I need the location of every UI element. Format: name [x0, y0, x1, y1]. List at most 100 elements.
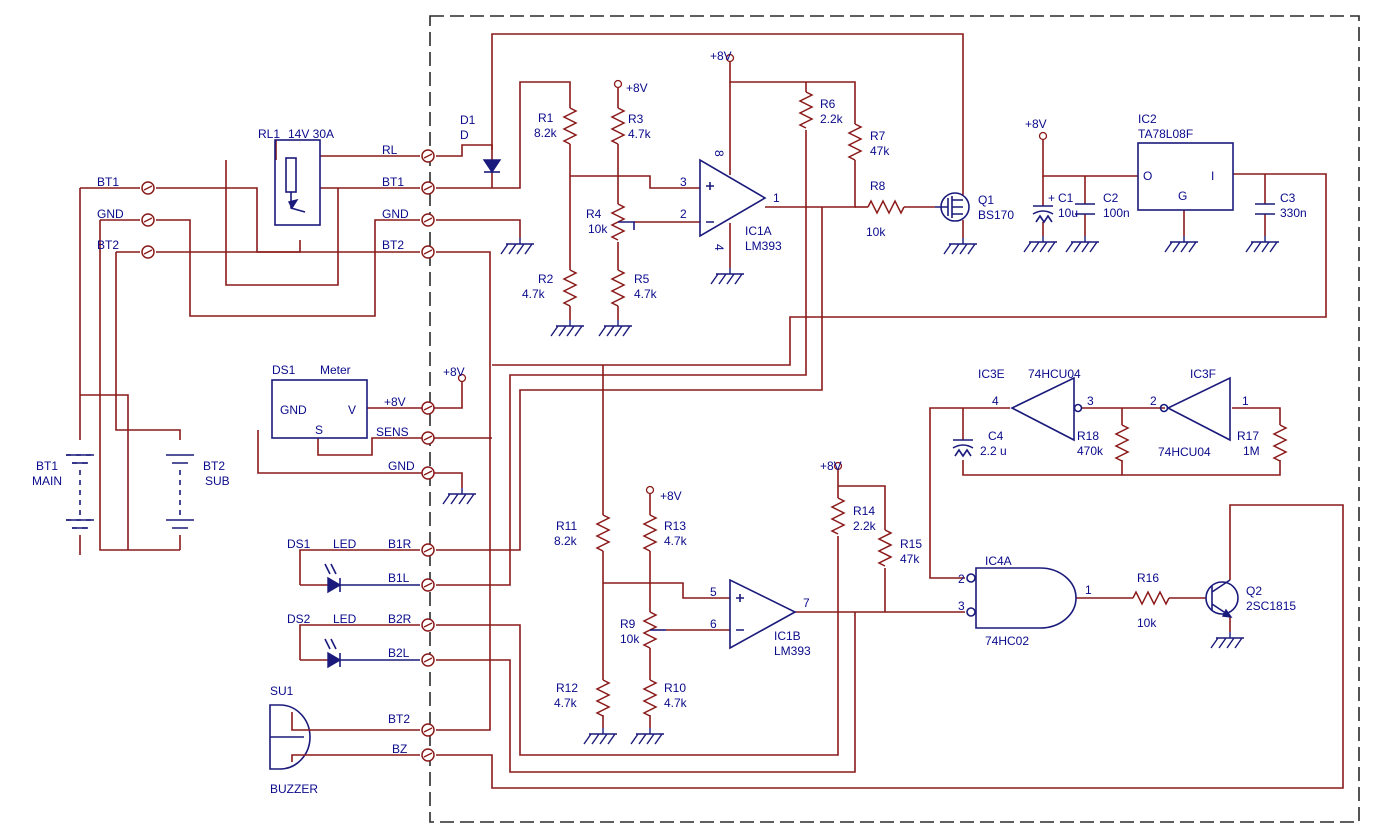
supply-label-3: +8V — [1025, 117, 1047, 131]
battery-bt2-symbol — [166, 454, 194, 529]
ic4a-ref: IC4A — [985, 554, 1012, 568]
bt1-batt-ref: BT1 — [36, 459, 58, 473]
r6-ref: R6 — [820, 97, 836, 111]
conn-b1r: B1R — [388, 537, 412, 551]
r4-ref: R4 — [586, 207, 602, 221]
capacitor-c1-symbol — [1032, 205, 1054, 224]
ic3e-pin-in: 3 — [1087, 394, 1094, 408]
ic3e-value: 74HCU04 — [1028, 367, 1081, 381]
ic1b-pin-minus: 6 — [710, 617, 717, 631]
bt2-batt-value: SUB — [205, 474, 230, 488]
r8-ref: R8 — [870, 179, 886, 193]
ic1b-pin-plus: 5 — [710, 585, 717, 599]
capacitor-c2-symbol — [1075, 203, 1095, 215]
capacitor-c3-symbol — [1255, 203, 1275, 215]
conn-bt2-buzz: BT2 — [388, 712, 410, 726]
q2-ref: Q2 — [1246, 584, 1262, 598]
diode-d1-symbol — [482, 159, 502, 174]
ic4a-pin-b: 3 — [958, 599, 965, 613]
c1-value: 10u — [1058, 206, 1078, 220]
r1-ref: R1 — [538, 111, 554, 125]
supply-label-2: +8V — [710, 49, 732, 63]
r9-ref: R9 — [620, 617, 636, 631]
r11-value: 8.2k — [554, 534, 578, 548]
mosfet-q1-symbol — [935, 192, 970, 222]
board-outline — [429, 15, 1360, 823]
conn-rl: RL — [382, 143, 398, 157]
meter-pin-v: V — [348, 403, 356, 417]
ds1-led-ref: DS1 — [287, 537, 311, 551]
q1-value: BS170 — [978, 208, 1014, 222]
supply-label-6: +8V — [820, 459, 842, 473]
r18-ref: R18 — [1077, 429, 1099, 443]
ic3f-value: 74HCU04 — [1158, 445, 1211, 459]
r3-ref: R3 — [628, 112, 644, 126]
r12-value: 4.7k — [554, 696, 578, 710]
relay-rl1-symbol — [274, 139, 321, 226]
d1-value: D — [460, 128, 469, 142]
ic1b-ref: IC1B — [774, 629, 801, 643]
r12-ref: R12 — [556, 681, 578, 695]
r5-ref: R5 — [634, 272, 650, 286]
ic4a-pin-out: 1 — [1085, 583, 1092, 597]
inverter-ic3e-symbol — [1010, 376, 1083, 442]
su1-ref: SU1 — [270, 684, 294, 698]
c4-value: 2.2 u — [980, 444, 1007, 458]
inverter-ic3f-symbol — [1159, 376, 1231, 442]
ic2-ref: IC2 — [1138, 112, 1157, 126]
ic1a-pin-minus: 2 — [680, 207, 687, 221]
ic2-pin-o: O — [1143, 169, 1152, 183]
supply-label-4: +8V — [443, 365, 465, 379]
conn-meter-8v: +8V — [384, 395, 406, 409]
led-ds2-symbol — [299, 624, 420, 669]
conn-bz: BZ — [392, 742, 407, 756]
ic2-pin-g: G — [1178, 189, 1187, 203]
ds2-led-value: LED — [333, 612, 357, 626]
bt2-batt-ref: BT2 — [203, 459, 225, 473]
r15-ref: R15 — [900, 537, 922, 551]
opamp-ic1b-symbol — [729, 578, 797, 650]
q1-ref: Q1 — [978, 193, 994, 207]
c2-value: 100n — [1103, 206, 1130, 220]
conn-left-gnd: GND — [97, 207, 124, 221]
r5-value: 4.7k — [634, 287, 658, 301]
r7-value: 47k — [870, 144, 890, 158]
supply-label-5: +8V — [660, 489, 682, 503]
ic1a-pin-gnd: 4 — [712, 244, 726, 251]
r3-value: 4.7k — [628, 127, 652, 141]
ground-symbols — [442, 235, 1280, 745]
r7-ref: R7 — [870, 129, 886, 143]
r17-ref: R17 — [1237, 429, 1259, 443]
meter-ds1-box — [271, 379, 368, 439]
ic3f-pin-in: 1 — [1242, 394, 1249, 408]
capacitor-c4-symbol — [952, 439, 974, 458]
conn-gnd: GND — [382, 207, 409, 221]
led-ds1-symbol — [299, 549, 420, 594]
conn-b2r: B2R — [388, 612, 412, 626]
wires — [79, 33, 1344, 789]
ic4a-pin-a: 2 — [958, 572, 965, 586]
c2-ref: C2 — [1103, 191, 1119, 205]
c3-value: 330n — [1280, 206, 1307, 220]
r6-value: 2.2k — [820, 112, 844, 126]
r15-value: 47k — [900, 552, 920, 566]
ds2-led-ref: DS2 — [287, 612, 311, 626]
r10-value: 4.7k — [664, 696, 688, 710]
ic1a-value: LM393 — [745, 239, 782, 253]
opamp-ic1a-symbol — [699, 158, 767, 238]
conn-b2l: B2L — [388, 646, 410, 660]
regulator-ic2-box — [1137, 142, 1234, 211]
ic3e-ref: IC3E — [978, 367, 1005, 381]
ic1b-pin-out: 7 — [803, 596, 810, 610]
r14-ref: R14 — [853, 504, 875, 518]
c3-ref: C3 — [1280, 191, 1296, 205]
meter-pin-s: S — [315, 423, 323, 437]
conn-meter-gnd: GND — [388, 459, 415, 473]
ic2-pin-i: I — [1211, 169, 1214, 183]
ic3f-ref: IC3F — [1190, 367, 1216, 381]
r11-ref: R11 — [556, 519, 577, 533]
conn-bt1: BT1 — [382, 175, 404, 189]
conn-b1l: B1L — [388, 571, 410, 585]
ic1b-value: LM393 — [774, 644, 811, 658]
